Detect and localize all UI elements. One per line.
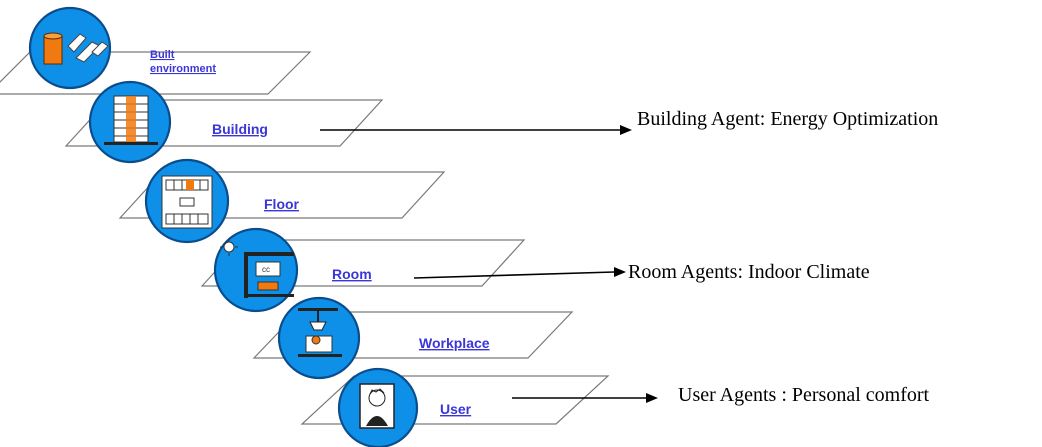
workplace-icon xyxy=(298,308,342,357)
agent-label-building: Building Agent: Energy Optimization xyxy=(637,108,938,130)
level-building: Building xyxy=(64,80,384,164)
arrow-room-agents xyxy=(413,267,626,279)
level-label-user: User xyxy=(440,401,472,417)
level-user: User xyxy=(300,367,610,447)
level-label-building: Building xyxy=(212,121,268,137)
agent-label-room: Room Agents: Indoor Climate xyxy=(628,261,870,283)
user-portrait-icon xyxy=(359,383,395,429)
level-label-built: Built xyxy=(150,49,175,61)
level-label-environment: environment xyxy=(150,63,216,75)
level-label-floor: Floor xyxy=(264,196,300,212)
level-room: cc Room xyxy=(200,227,526,313)
agent-label-user: User Agents : Personal comfort xyxy=(678,384,930,406)
level-workplace: Workplace xyxy=(252,296,574,380)
svg-text:cc: cc xyxy=(262,265,270,274)
arrow-user-agents xyxy=(512,393,658,403)
level-label-room: Room xyxy=(332,266,372,282)
level-label-workplace: Workplace xyxy=(419,335,490,351)
floor-plan-icon xyxy=(161,175,213,229)
sun-icon xyxy=(220,238,238,256)
city-blocks-icon xyxy=(43,32,109,65)
arrow-building-agent xyxy=(320,125,632,135)
level-floor: Floor xyxy=(118,158,446,244)
level-built-environment: Built environment xyxy=(0,6,312,95)
building-icon xyxy=(104,95,158,145)
room-icon: cc xyxy=(220,238,294,298)
